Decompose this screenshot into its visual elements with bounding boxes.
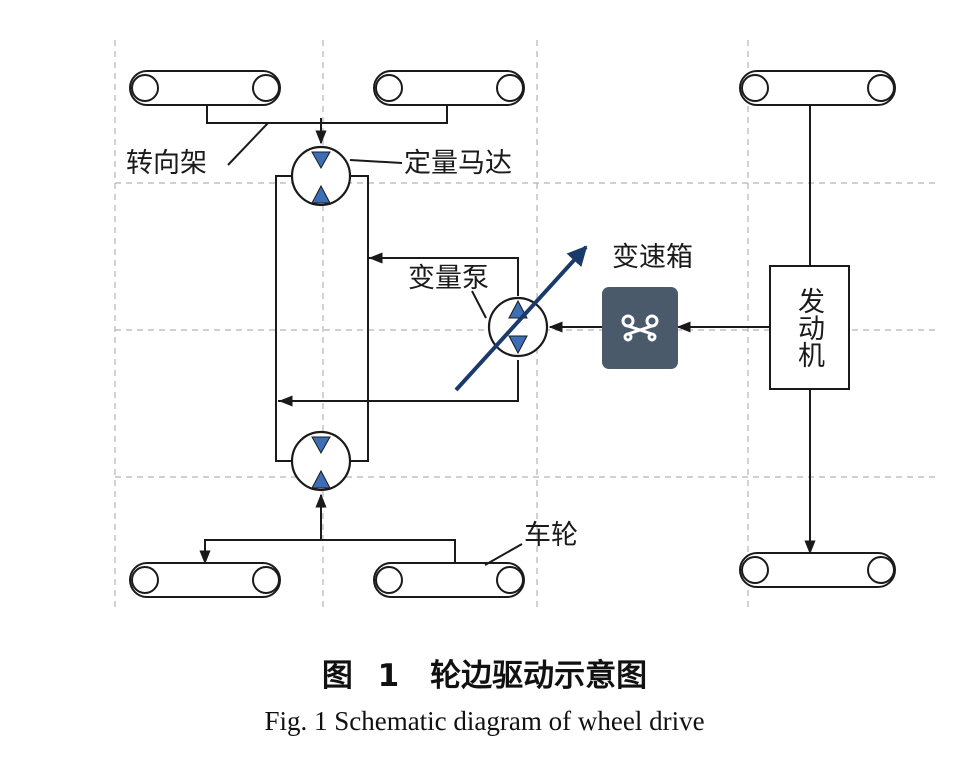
engine-rear-wheel xyxy=(739,552,896,588)
figure-caption-english: Fig. 1 Schematic diagram of wheel drive xyxy=(264,706,705,736)
engine-front-wheel xyxy=(739,70,896,106)
connection-lines xyxy=(199,105,816,566)
steering-frame-label: 转向架 xyxy=(126,148,207,179)
front-left-wheel xyxy=(129,70,281,106)
gearbox-block xyxy=(602,287,678,369)
variable-pump-adjust-arrow xyxy=(454,245,588,392)
variable-pump-label: 变量泵 xyxy=(408,263,489,294)
transmission-icon xyxy=(621,314,659,342)
fixed-motor-top xyxy=(290,145,352,207)
figure-caption-chinese: 图 1 轮边驱动示意图 xyxy=(321,658,648,694)
variable-pump xyxy=(454,245,588,392)
wheel-label: 车轮 xyxy=(524,520,578,551)
rear-right-wheel xyxy=(373,562,525,598)
rear-left-wheel xyxy=(129,562,281,598)
gearbox-label: 变速箱 xyxy=(612,242,693,273)
wheel-drive-diagram xyxy=(114,40,940,612)
fixed-motor-bottom xyxy=(290,430,352,492)
front-right-wheel xyxy=(373,70,525,106)
engine-label: 发动机 xyxy=(793,287,824,368)
fixed-motor-label: 定量马达 xyxy=(404,148,512,179)
engine-block xyxy=(769,265,850,390)
